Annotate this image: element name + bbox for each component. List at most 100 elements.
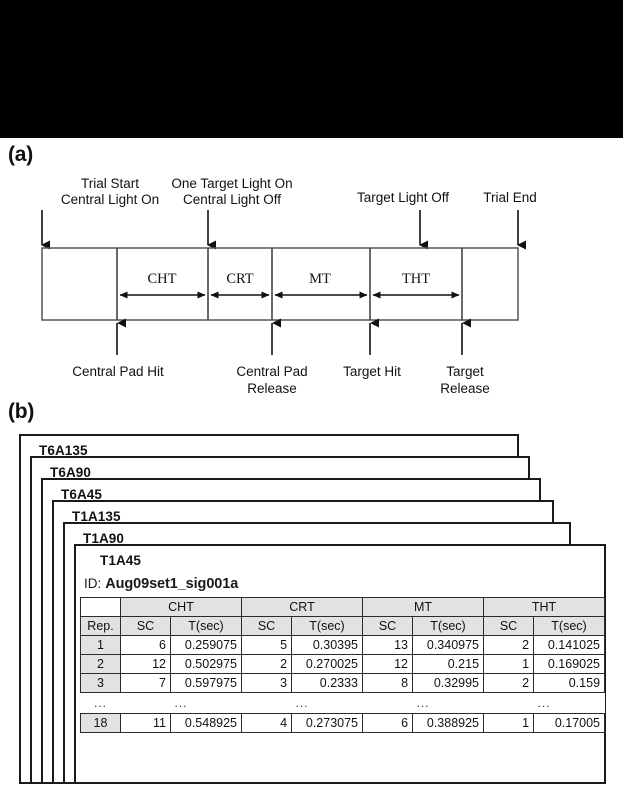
event-label-central-pad-release-1: Central Pad [236, 364, 307, 379]
record-id-value: Aug09set1_sig001a [105, 576, 239, 592]
group-header-cht: CHT [119, 597, 243, 617]
column-header-tht-t: T(sec) [533, 616, 606, 636]
event-label-central-pad-release-2: Release [247, 381, 297, 396]
cell-crt-sc: 2 [241, 654, 293, 674]
stack-card-title: T1A135 [72, 509, 121, 524]
event-label-central-pad-hit: Central Pad Hit [72, 364, 164, 379]
timeline-box [41, 247, 519, 321]
ellipsis-cht: ... [120, 692, 242, 714]
stack-card-title: T6A135 [39, 443, 88, 458]
trial-timeline-diagram: Trial Start Central Light On One Target … [0, 160, 623, 400]
event-label-one-target-light-on: One Target Light On [171, 176, 292, 191]
top-black-bar [0, 0, 623, 138]
column-header-rep: Rep. [80, 616, 121, 636]
cell-tht-sc: 1 [483, 713, 535, 733]
stack-card-title: T6A90 [50, 465, 92, 480]
table-row: 1 6 0.259075 5 0.30395 13 0.340975 2 0.1… [80, 635, 606, 655]
cell-mt-t: 0.215 [412, 654, 485, 674]
interval-label-tht: THT [402, 271, 430, 287]
cell-cht-sc: 7 [120, 673, 171, 693]
table-ellipsis-row: ... ... ... ... ... [80, 692, 605, 714]
table-row: 2 12 0.502975 2 0.270025 12 0.215 1 0.16… [80, 654, 606, 674]
stack-card-title: T1A45 [100, 553, 142, 568]
column-header-cht-sc: SC [120, 616, 171, 636]
ellipsis-rep: ... [80, 692, 121, 714]
cell-rep: 2 [80, 654, 121, 674]
cell-crt-t: 0.30395 [291, 635, 364, 655]
cell-cht-t: 0.502975 [169, 654, 243, 674]
cell-mt-sc: 12 [362, 654, 414, 674]
group-header-mt: MT [362, 597, 485, 617]
cell-mt-sc: 13 [362, 635, 414, 655]
timeline-dividers [116, 248, 463, 320]
event-label-target-release-2: Release [440, 381, 490, 396]
timeline-top-arrows [41, 210, 526, 250]
cell-crt-sc: 5 [241, 635, 293, 655]
stack-card-t1a45-active[interactable]: T1A45 ID:Aug09set1_sig001a CHT CRT [74, 544, 606, 784]
stack-card-title: T6A45 [61, 487, 103, 502]
cell-tht-t: 0.141025 [533, 635, 606, 655]
cell-tht-sc: 2 [483, 635, 535, 655]
column-header-mt-t: T(sec) [412, 616, 485, 636]
trial-metrics-table: CHT CRT MT THT Rep. SC T(sec) SC T(sec) … [80, 597, 606, 733]
table-row: 18 11 0.548925 4 0.273075 6 0.388925 1 0… [80, 713, 606, 733]
table-row: 3 7 0.597975 3 0.2333 8 0.32995 2 0.159 [80, 673, 606, 693]
event-label-trial-start: Trial Start [81, 176, 139, 191]
event-label-central-light-on: Central Light On [61, 192, 159, 207]
column-header-tht-sc: SC [483, 616, 535, 636]
event-label-central-light-off: Central Light Off [183, 192, 281, 207]
cell-cht-sc: 12 [120, 654, 171, 674]
cell-cht-t: 0.548925 [169, 713, 243, 733]
stack-card-title: T1A90 [83, 531, 125, 546]
column-header-crt-sc: SC [241, 616, 293, 636]
cell-rep: 1 [80, 635, 121, 655]
card-stack: T6A135 T6A90 T6A45 T1A135 T1A90 T1A45 ID… [0, 432, 623, 806]
cell-tht-sc: 2 [483, 673, 535, 693]
timeline-top-labels: Trial Start Central Light On One Target … [61, 176, 537, 207]
cell-crt-t: 0.273075 [291, 713, 364, 733]
event-label-target-hit: Target Hit [343, 364, 401, 379]
interval-label-mt: MT [309, 271, 331, 287]
table-group-header-row: CHT CRT MT THT [80, 597, 606, 617]
cell-mt-sc: 6 [362, 713, 414, 733]
column-header-mt-sc: SC [362, 616, 414, 636]
cell-cht-sc: 11 [120, 713, 171, 733]
cell-rep: 3 [80, 673, 121, 693]
active-card-content: ID:Aug09set1_sig001a CHT CRT MT THT [76, 576, 606, 733]
table-column-header-row: Rep. SC T(sec) SC T(sec) SC T(sec) SC T(… [80, 616, 606, 636]
table-corner-blank [80, 597, 121, 617]
cell-rep: 18 [80, 713, 121, 733]
ellipsis-mt: ... [362, 692, 484, 714]
event-label-target-light-off: Target Light Off [357, 190, 449, 205]
column-header-cht-t: T(sec) [169, 616, 243, 636]
record-id-label: ID: [84, 576, 102, 591]
timeline-bottom-arrows [116, 318, 471, 355]
cell-crt-sc: 4 [241, 713, 293, 733]
panel-b-label: (b) [8, 400, 35, 423]
cell-tht-sc: 1 [483, 654, 535, 674]
cell-cht-sc: 6 [120, 635, 171, 655]
group-header-tht: THT [483, 597, 606, 617]
panel-a-label: (a) [8, 143, 34, 166]
cell-mt-t: 0.340975 [412, 635, 485, 655]
cell-mt-t: 0.32995 [412, 673, 485, 693]
timeline-interval-labels: CHT CRT MT THT [148, 271, 431, 287]
event-label-trial-end: Trial End [483, 190, 537, 205]
ellipsis-crt: ... [241, 692, 363, 714]
group-header-crt: CRT [241, 597, 364, 617]
cell-mt-sc: 8 [362, 673, 414, 693]
record-id-line: ID:Aug09set1_sig001a [84, 576, 604, 592]
cell-cht-t: 0.597975 [169, 673, 243, 693]
event-label-target-release-1: Target [446, 364, 484, 379]
cell-crt-sc: 3 [241, 673, 293, 693]
cell-mt-t: 0.388925 [412, 713, 485, 733]
cell-cht-t: 0.259075 [169, 635, 243, 655]
ellipsis-tht: ... [483, 692, 605, 714]
timeline-bottom-labels: Central Pad Hit Central Pad Release Targ… [72, 364, 490, 396]
interval-label-crt: CRT [226, 271, 253, 287]
cell-crt-t: 0.2333 [291, 673, 364, 693]
interval-label-cht: CHT [148, 271, 177, 287]
column-header-crt-t: T(sec) [291, 616, 364, 636]
cell-crt-t: 0.270025 [291, 654, 364, 674]
cell-tht-t: 0.159 [533, 673, 606, 693]
